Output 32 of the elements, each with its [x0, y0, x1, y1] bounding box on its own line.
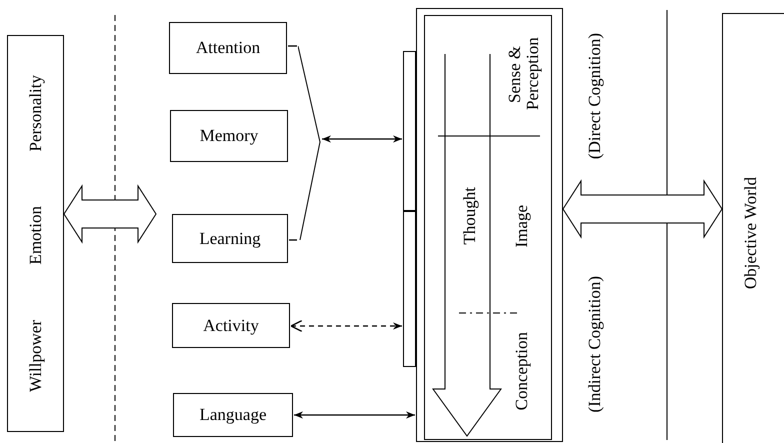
hollow-double-arrow — [562, 179, 723, 239]
node-label: Sense & Perception — [506, 36, 542, 112]
node-label: Language — [199, 404, 267, 426]
process-box — [172, 214, 288, 263]
process-box — [170, 110, 288, 162]
node-label: Attention — [196, 37, 260, 59]
node-label: Activity — [203, 314, 259, 336]
node-label: Personality — [26, 75, 44, 152]
hollow-double-arrow — [63, 184, 157, 244]
annotation-label: (Indirect Cognition) — [586, 276, 604, 412]
brace — [298, 46, 321, 240]
node-label: Image — [513, 204, 531, 248]
process-box — [722, 13, 784, 443]
node-label: Memory — [200, 125, 258, 147]
annotation-label: (Direct Cognition) — [586, 32, 604, 160]
node-label: Learning — [199, 228, 261, 250]
connector-line — [288, 45, 297, 47]
bracket-bar — [403, 211, 416, 367]
arrow — [294, 411, 415, 419]
arrow — [290, 320, 402, 332]
node-label: Conception — [513, 332, 531, 410]
process-box — [169, 22, 287, 74]
process-box — [172, 303, 290, 348]
arrow — [322, 135, 402, 143]
process-box — [173, 393, 293, 437]
bracket-bar — [403, 51, 416, 211]
process-box — [7, 35, 64, 432]
node-label: Emotion — [26, 206, 44, 265]
node-label: Willpower — [26, 320, 44, 392]
connector-line — [289, 239, 297, 241]
node-label: Thought — [461, 187, 479, 245]
node-label: Objective World — [742, 176, 760, 290]
